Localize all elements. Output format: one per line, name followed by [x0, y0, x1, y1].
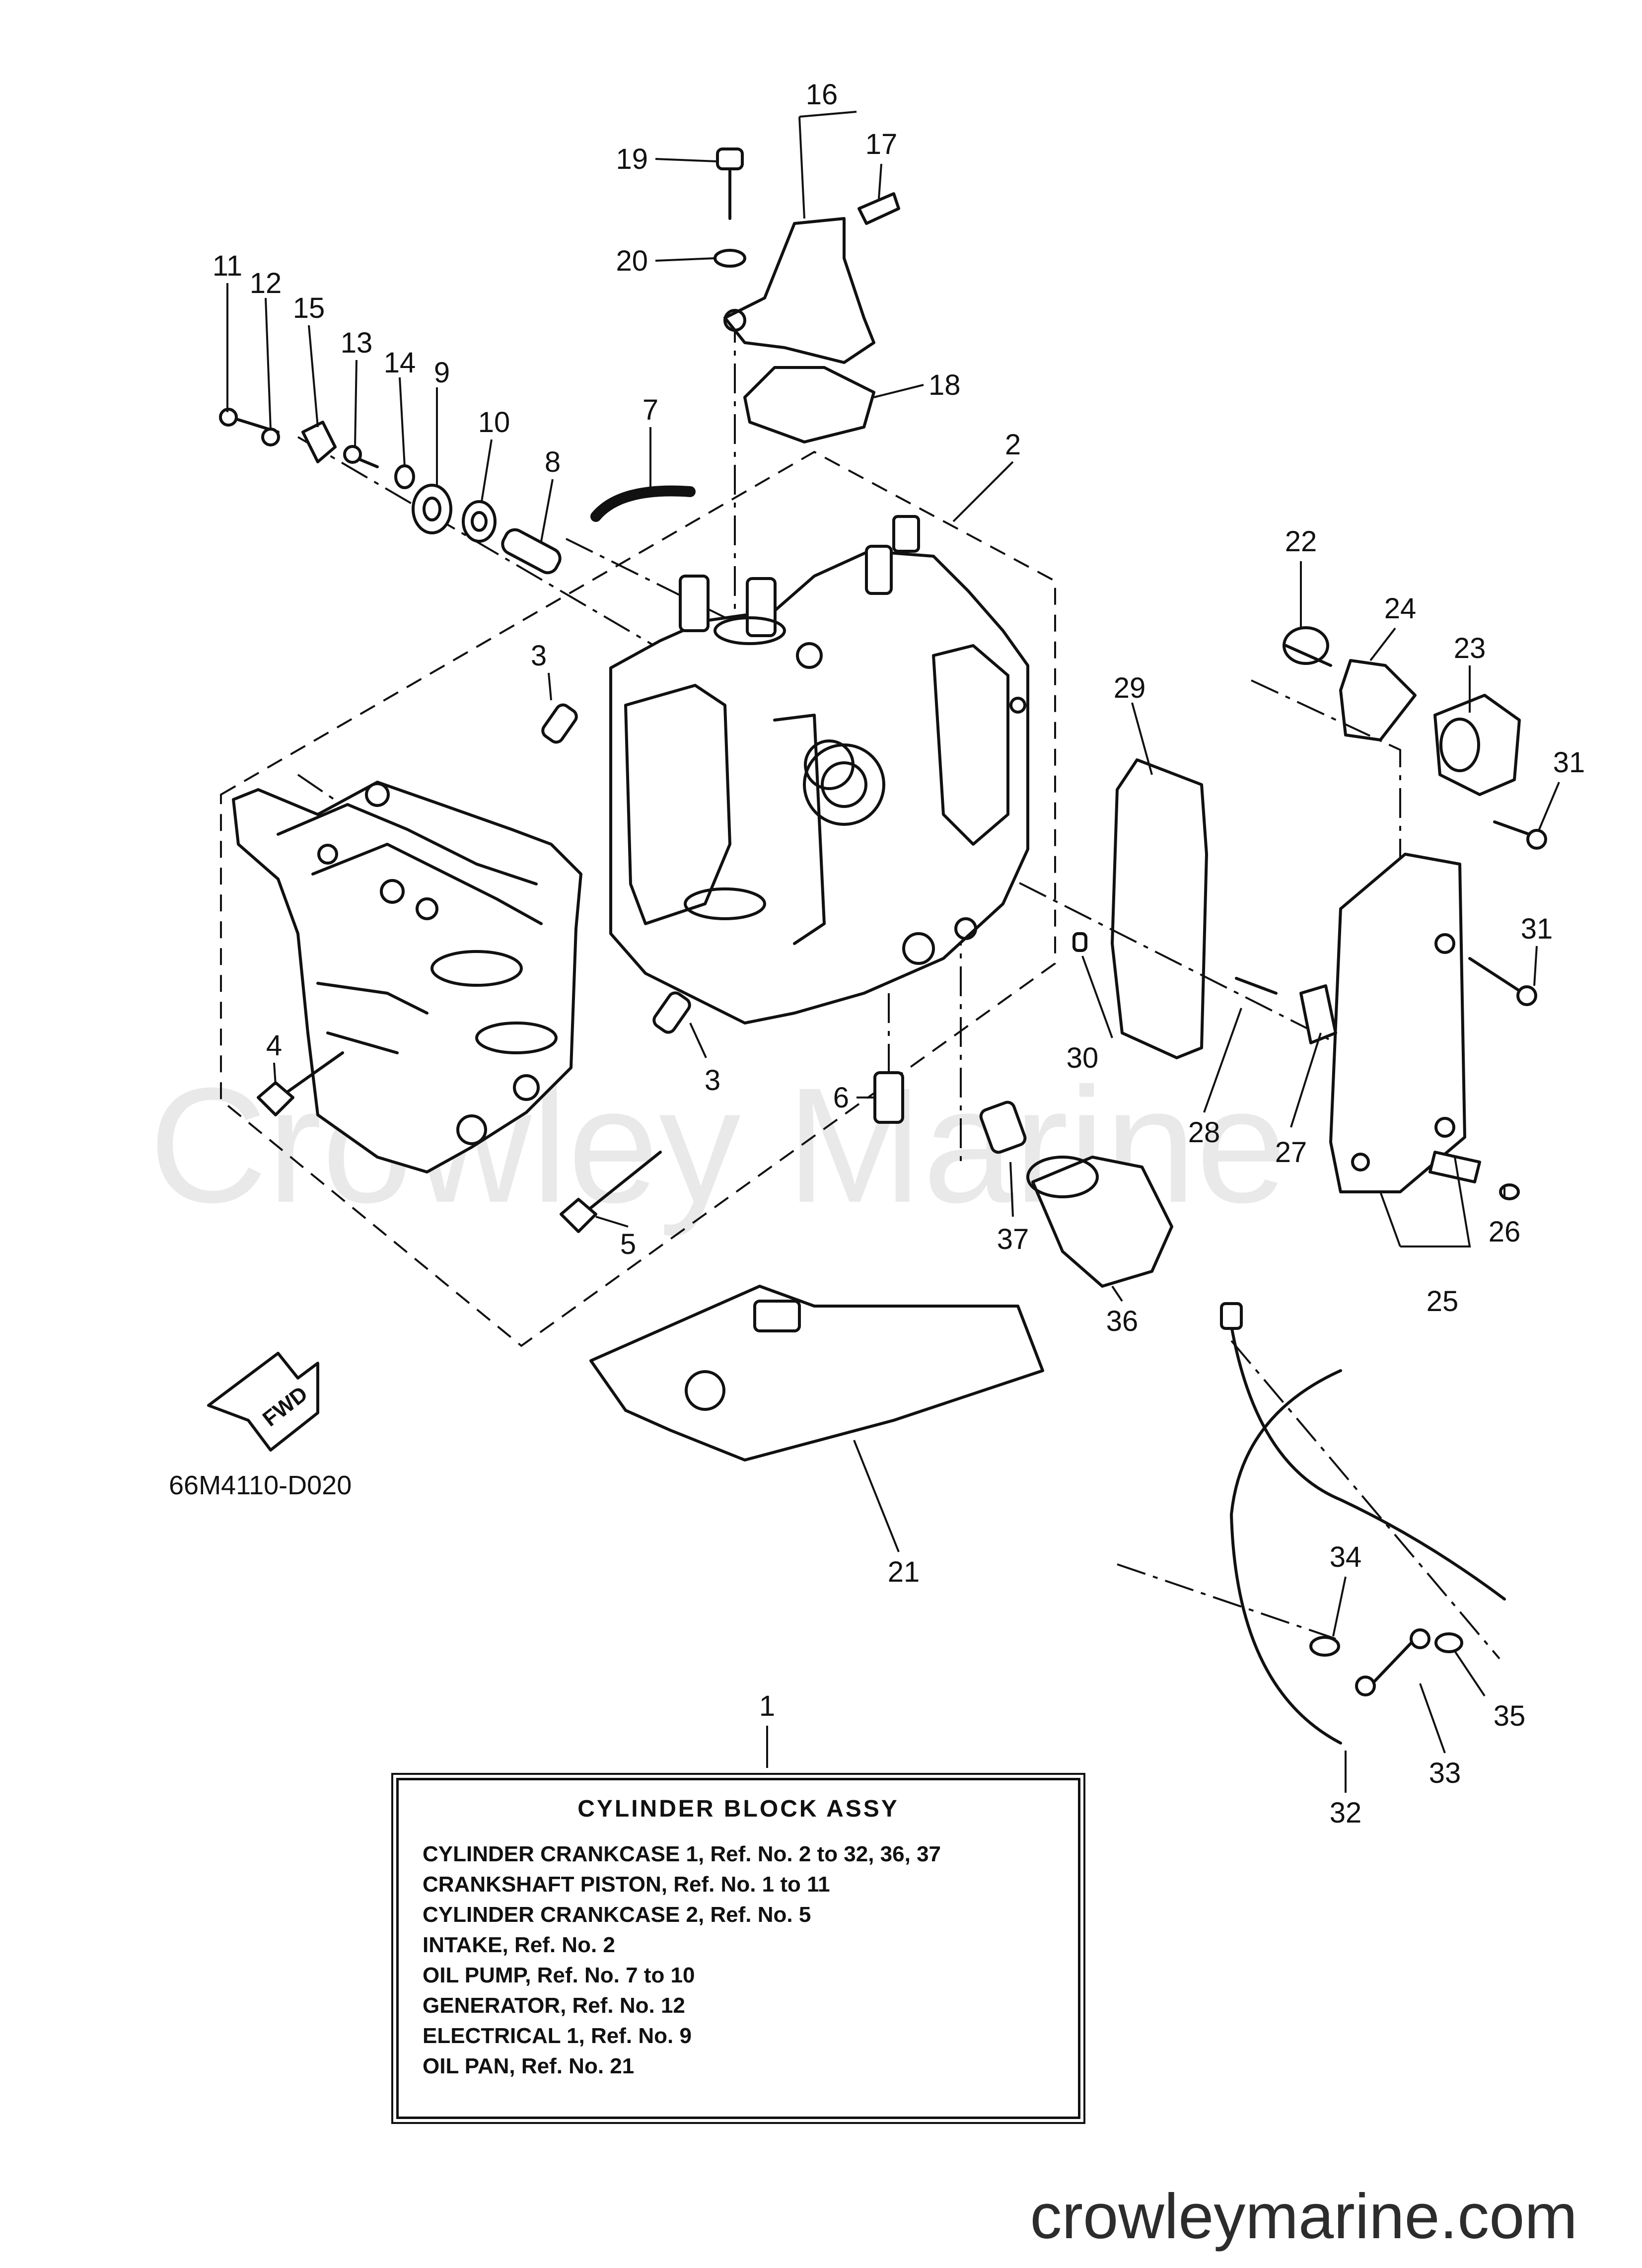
legend-item: CYLINDER CRANKCASE 1, Ref. No. 2 to 32, … [423, 1842, 941, 1866]
bolt-31-upper [1493, 820, 1547, 850]
bolt-31-lower [1468, 957, 1537, 1006]
callout-12: 12 [250, 267, 282, 299]
callout-3-upper: 3 [531, 640, 547, 672]
hose-32 [1220, 1302, 1506, 1745]
legend-item: OIL PUMP, Ref. No. 7 to 10 [423, 1963, 695, 1987]
bolt-28 [1235, 977, 1278, 995]
callout-26: 26 [1489, 1216, 1521, 1248]
callout-22: 22 [1285, 525, 1317, 558]
assembly-legend: CYLINDER BLOCK ASSY CYLINDER CRANKCASE 1… [396, 1778, 1080, 2119]
fitting-37 [979, 1100, 1027, 1154]
cylinder-block [609, 515, 1029, 1024]
callout-31-lower: 31 [1521, 913, 1553, 945]
callout-21: 21 [888, 1556, 920, 1588]
bolt-17 [857, 192, 900, 225]
callout-13: 13 [341, 327, 373, 359]
bolt-5 [560, 1151, 662, 1233]
callout-24: 24 [1384, 592, 1417, 625]
callout-36: 36 [1106, 1305, 1139, 1337]
gasket-24 [1339, 659, 1417, 741]
callout-37: 37 [997, 1223, 1029, 1255]
callout-23: 23 [1454, 632, 1486, 664]
legend-item: ELECTRICAL 1, Ref. No. 9 [423, 2024, 692, 2048]
callout-6: 6 [833, 1082, 849, 1114]
callout-29: 29 [1114, 672, 1146, 704]
oil-seal-9 [412, 484, 452, 534]
callout-34: 34 [1330, 1541, 1362, 1573]
dowel-pin-upper [541, 703, 578, 744]
legend-title: CYLINDER BLOCK ASSY [577, 1796, 899, 1822]
callout-8: 8 [545, 446, 561, 478]
callout-1: 1 [759, 1690, 775, 1722]
assembly-boundary [220, 450, 1056, 1347]
callout-4: 4 [266, 1029, 282, 1062]
callout-3-lower: 3 [705, 1064, 720, 1097]
cover-25 [1329, 853, 1466, 1193]
leader-lines [226, 111, 1560, 1793]
legend-item: CYLINDER CRANKCASE 2, Ref. No. 5 [423, 1902, 811, 1927]
legend-item: INTAKE, Ref. No. 2 [423, 1933, 615, 1957]
site-url: crowleymarine.com [1030, 2181, 1578, 2252]
crankcase-half [232, 781, 582, 1173]
callout-20: 20 [616, 245, 648, 277]
callout-27: 27 [1275, 1136, 1307, 1169]
hose-7 [590, 485, 696, 522]
callout-2: 2 [1005, 429, 1021, 461]
thermostat-22 [1283, 626, 1332, 667]
gasket-29 [1111, 758, 1208, 1059]
callout-7: 7 [643, 394, 658, 426]
clip-35 [1434, 1632, 1463, 1653]
callout-25: 25 [1427, 1285, 1459, 1317]
bolt-4 [257, 1051, 344, 1116]
legend-item: GENERATOR, Ref. No. 12 [423, 1993, 685, 2018]
legend-list: CYLINDER CRANKCASE 1, Ref. No. 2 to 32, … [423, 1839, 941, 2081]
legend-item: CRANKSHAFT PISTON, Ref. No. 1 to 11 [423, 1872, 830, 1897]
callout-10: 10 [478, 406, 510, 439]
callout-19: 19 [616, 143, 648, 175]
callout-numbers: 1 2 3 3 4 5 6 7 8 9 10 11 12 15 13 14 16… [213, 78, 1585, 1829]
callout-31-upper: 31 [1553, 746, 1585, 779]
callout-14: 14 [384, 347, 416, 379]
callout-32: 32 [1330, 1797, 1362, 1829]
pin-30 [1072, 932, 1087, 952]
washer-20 [714, 249, 746, 268]
hose-joint-33 [1355, 1628, 1430, 1696]
callout-18: 18 [928, 369, 961, 401]
fwd-arrow-icon: FWD [207, 1352, 319, 1452]
callout-35: 35 [1494, 1700, 1526, 1732]
callout-17: 17 [865, 128, 898, 160]
top-cover-16 [723, 217, 875, 364]
callout-15: 15 [293, 292, 325, 324]
callout-33: 33 [1429, 1757, 1461, 1789]
plug-6 [873, 1071, 904, 1124]
gasket-18 [743, 366, 875, 443]
callout-9: 9 [434, 357, 450, 389]
cover-23 [1433, 694, 1521, 796]
oil-filter-36 [1026, 1156, 1173, 1288]
callout-30: 30 [1067, 1042, 1099, 1074]
gasket-21 [589, 1285, 1044, 1462]
callout-28: 28 [1188, 1116, 1220, 1149]
part-8 [501, 528, 562, 575]
legend-item: OIL PAN, Ref. No. 21 [423, 2054, 635, 2078]
oil-seal-10 [462, 500, 497, 543]
anode-27 [1299, 984, 1337, 1044]
callout-11: 11 [213, 250, 242, 282]
clip-34 [1309, 1636, 1340, 1657]
callout-5: 5 [620, 1228, 636, 1260]
small-fasteners [219, 408, 415, 489]
bolt-19 [716, 147, 744, 220]
callout-16: 16 [806, 78, 838, 111]
diagram-code: 66M4110-D020 [169, 1470, 352, 1500]
dowel-pin-lower [652, 991, 691, 1034]
bolt-26 [1428, 1151, 1520, 1200]
